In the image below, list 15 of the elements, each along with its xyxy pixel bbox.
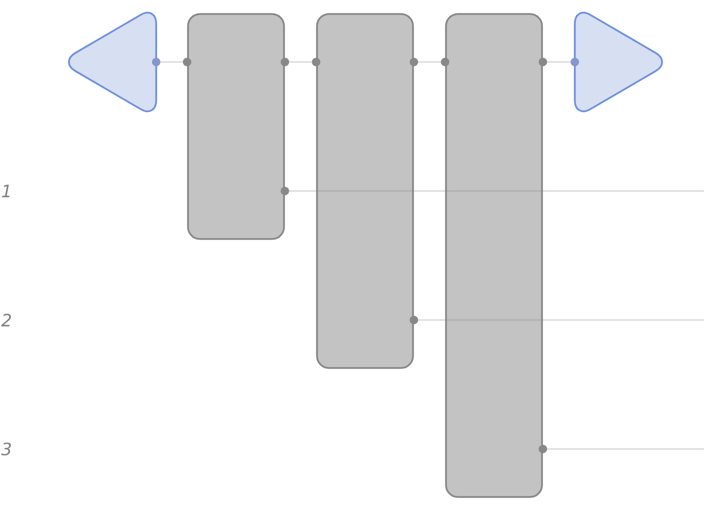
connector-line xyxy=(547,61,571,63)
connector-line xyxy=(289,190,704,192)
connector-line xyxy=(289,61,312,63)
connector-line xyxy=(418,319,704,321)
connector-line xyxy=(418,61,441,63)
triangle xyxy=(574,12,663,112)
block xyxy=(445,13,543,498)
row-label: 3 xyxy=(1,442,11,456)
block xyxy=(316,13,414,369)
connector-line xyxy=(547,448,704,450)
row-label: 2 xyxy=(1,314,11,326)
row-label: 1 xyxy=(2,184,10,198)
block xyxy=(187,13,285,240)
triangle xyxy=(68,12,158,112)
connector-line xyxy=(160,61,183,63)
